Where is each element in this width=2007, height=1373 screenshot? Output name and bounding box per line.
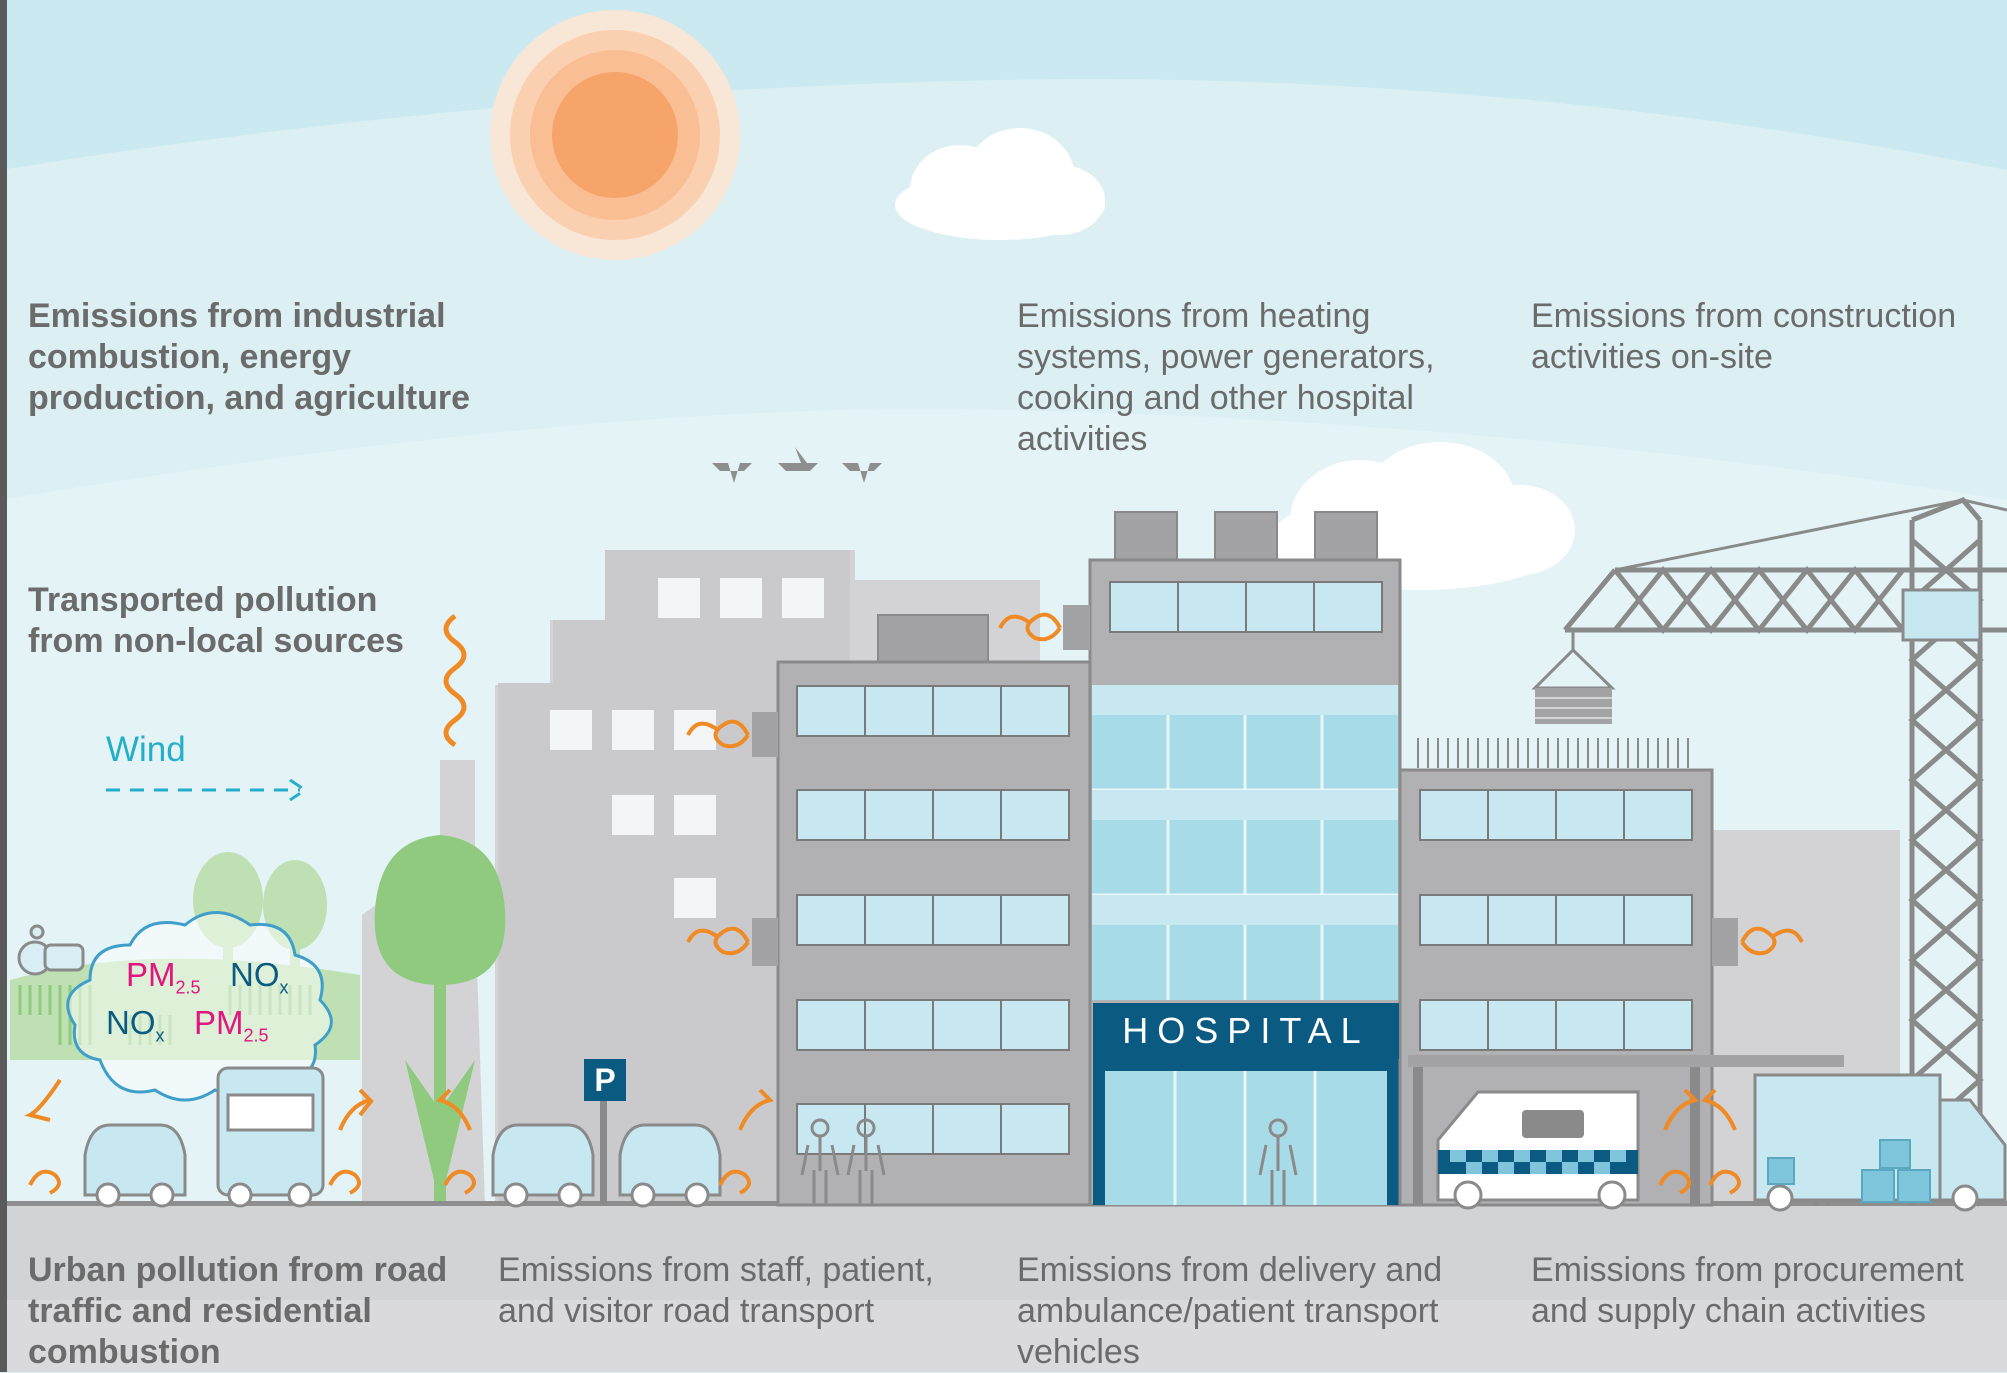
pollution-cloud	[66, 911, 333, 1102]
car-icon	[618, 1123, 722, 1208]
sun-icon	[490, 10, 740, 260]
pollutant-pm25-label: PM2.5	[126, 956, 201, 998]
parking-post	[600, 1100, 607, 1205]
cloud-icon	[895, 128, 1105, 240]
tree-icon	[374, 835, 506, 1205]
label-transported-pollution: Transported pollution from non-local sou…	[28, 581, 404, 660]
label-urban-pollution: Urban pollution from road traffic and re…	[28, 1251, 448, 1371]
person-icon	[1258, 1118, 1298, 1205]
delivery-truck-icon	[1753, 1073, 2007, 1212]
parking-sign: P	[584, 1059, 626, 1101]
pollutant-nox-label: NOx	[106, 1004, 165, 1046]
pollutant-pm25-label: PM2.5	[194, 1004, 269, 1046]
pollutant-nox-label: NOx	[230, 956, 289, 998]
label-delivery-emissions: Emissions from delivery and ambulance/pa…	[1017, 1251, 1443, 1371]
emission-swirl-icon	[24, 612, 1804, 1195]
construction-crane	[1531, 497, 2007, 1207]
label-industrial-emissions: Emissions from industrial combustion, en…	[28, 297, 471, 417]
bird-icon	[712, 447, 882, 483]
hospital-central-tower	[1063, 511, 1402, 1207]
wind-label: Wind	[106, 730, 186, 769]
ambulance-icon	[1436, 1090, 1640, 1210]
tractor-icon	[17, 924, 85, 976]
ground-lower-band	[0, 1300, 2007, 1372]
crane-cab	[1901, 588, 1982, 642]
sky-upper-band	[0, 0, 2007, 170]
person-icon	[846, 1118, 886, 1205]
background-windows	[550, 578, 824, 918]
person-icon	[800, 1118, 840, 1205]
hospital-sign: HOSPITAL	[1093, 1003, 1399, 1059]
label-procurement-emissions: Emissions from procurement and supply ch…	[1531, 1251, 1964, 1330]
smoke-icon	[443, 613, 467, 748]
background-building	[498, 550, 850, 1205]
car-icon	[216, 1066, 325, 1208]
label-staff-transport-emissions: Emissions from staff, patient, and visit…	[498, 1251, 934, 1330]
left-wing-mullions	[864, 686, 1002, 1154]
car-icon	[83, 1123, 187, 1208]
boxes-icon	[1767, 1139, 1931, 1203]
right-wing-mullions	[1487, 790, 1625, 1050]
label-construction-emissions: Emissions from construction activities o…	[1531, 297, 1957, 376]
car-icon	[491, 1123, 595, 1208]
label-heating-emissions: Emissions from heating systems, power ge…	[1017, 297, 1435, 458]
window-edge	[0, 0, 7, 1372]
wind-arrow-icon	[106, 778, 308, 802]
